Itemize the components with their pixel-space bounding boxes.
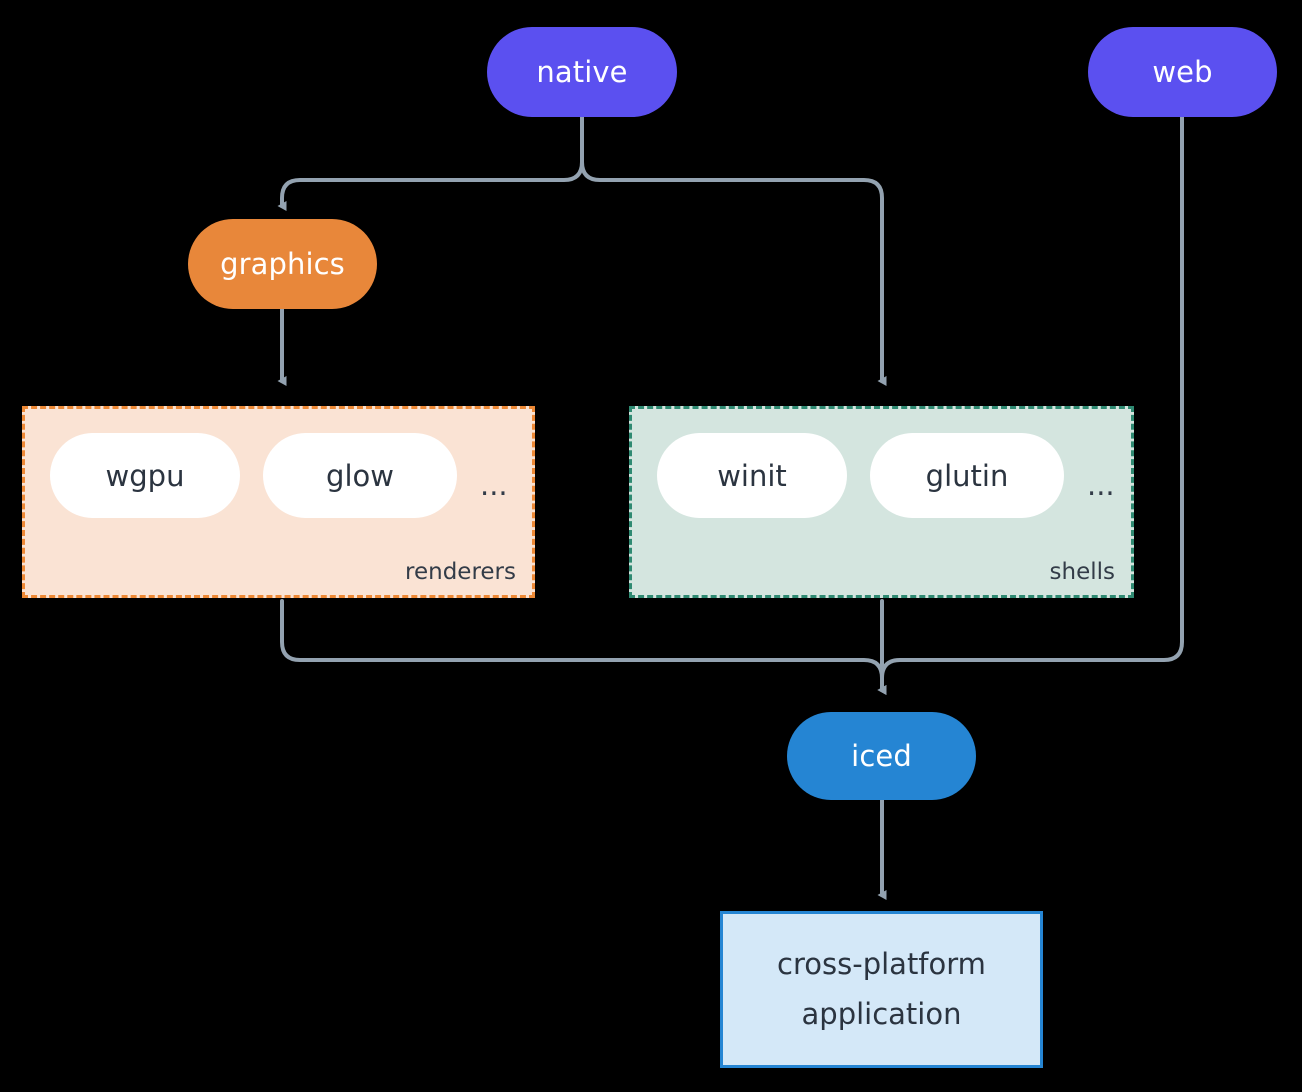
group-shells-item-glutin-label: glutin [925,458,1009,493]
edge-web-to-iced [877,115,1184,695]
group-shells-ellipsis: ... [1087,468,1115,502]
node-application-label-line1: cross-platform [777,946,986,981]
node-graphics[interactable]: graphics [188,219,377,309]
node-native-label: native [536,55,628,89]
edge-native-to-shells [580,115,887,386]
group-renderers-item-glow-label: glow [326,458,394,493]
node-iced[interactable]: iced [787,712,976,800]
group-shells-item-glutin[interactable]: glutin [870,433,1064,518]
node-iced-label: iced [851,739,912,773]
node-graphics-label: graphics [220,247,345,281]
group-renderers: wgpu glow ... renderers [22,406,535,598]
edge-native-split [277,115,584,211]
group-renderers-item-wgpu[interactable]: wgpu [50,433,240,518]
group-renderers-label: renderers [405,559,516,585]
node-application-label-line2: application [801,996,962,1031]
node-web[interactable]: web [1088,27,1277,117]
edge-renderers-to-iced [280,599,887,695]
group-renderers-ellipsis: ... [480,468,508,502]
group-renderers-item-glow[interactable]: glow [263,433,457,518]
group-shells-item-winit-label: winit [717,458,787,493]
node-web-label: web [1152,55,1213,89]
group-renderers-item-wgpu-label: wgpu [105,458,185,493]
group-shells-label: shells [1049,559,1115,585]
group-shells: winit glutin ... shells [629,406,1134,598]
node-application[interactable]: cross-platform application [720,911,1043,1068]
node-native[interactable]: native [487,27,677,117]
group-shells-item-winit[interactable]: winit [657,433,847,518]
